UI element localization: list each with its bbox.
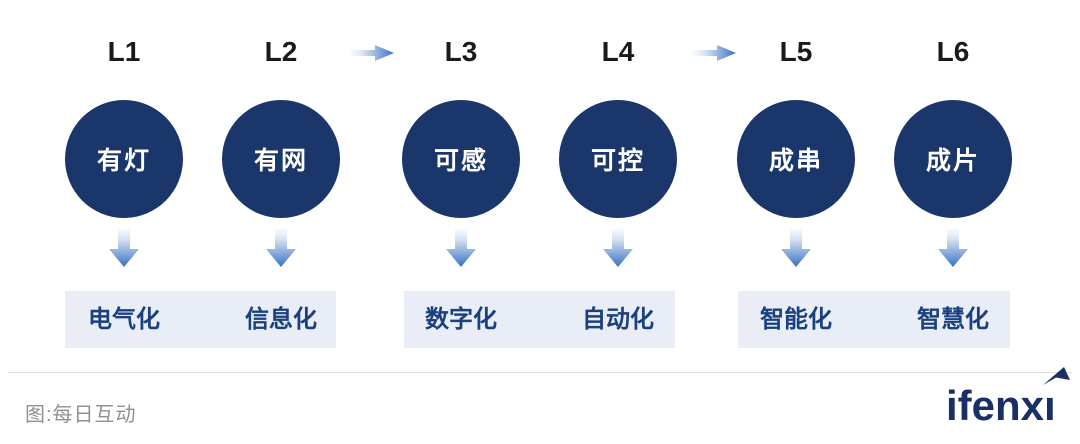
down-arrow-icon [781, 229, 811, 267]
level-circle: 有灯 [65, 100, 183, 218]
circle-label: 有网 [253, 147, 308, 175]
down-arrow-icon [938, 229, 968, 267]
logo-text: ifenx [946, 382, 1045, 429]
level-circle: 成片 [894, 100, 1012, 218]
circle-label: 可感 [433, 147, 488, 175]
stage-label: 信息化 [245, 306, 317, 333]
stage-label: 数字化 [425, 306, 497, 333]
circle-label: 可控 [590, 147, 645, 175]
logo-last-letter: ı [1043, 367, 1071, 430]
stage-group-box-3 [738, 291, 1010, 348]
level-circle: 有网 [222, 100, 340, 218]
source-caption: 图:每日互动 [25, 404, 137, 426]
down-arrow-icon [603, 229, 633, 267]
stage-label: 自动化 [582, 306, 654, 333]
level-circle: 成串 [737, 100, 855, 218]
footer-divider [8, 372, 1072, 373]
circle-label: 成串 [768, 147, 823, 175]
level-label: L5 [779, 36, 813, 67]
stage-group-box-2 [404, 291, 675, 348]
level-label: L1 [107, 36, 141, 67]
level-label: L3 [444, 36, 478, 67]
level-label: L4 [601, 36, 635, 67]
down-arrow-icon [266, 229, 296, 267]
stage-label: 电气化 [88, 306, 160, 333]
flow-arrow-right-icon [690, 45, 736, 61]
level-label: L2 [264, 36, 298, 67]
stage-group-box-1 [65, 291, 336, 348]
level-circle: 可感 [402, 100, 520, 218]
ifenxi-logo: ifenxı [946, 367, 1071, 430]
stage-label: 智能化 [760, 306, 832, 333]
logo-arrow-icon [1043, 367, 1071, 385]
level-label: L6 [936, 36, 970, 67]
down-arrow-icon [446, 229, 476, 267]
circle-label: 有灯 [96, 147, 151, 175]
down-arrow-icon [109, 229, 139, 267]
stage-label: 智慧化 [917, 306, 989, 333]
circle-label: 成片 [925, 147, 980, 175]
level-circle: 可控 [559, 100, 677, 218]
flow-arrow-right-icon [348, 45, 394, 61]
logo-i-stem: ı [1044, 382, 1056, 429]
